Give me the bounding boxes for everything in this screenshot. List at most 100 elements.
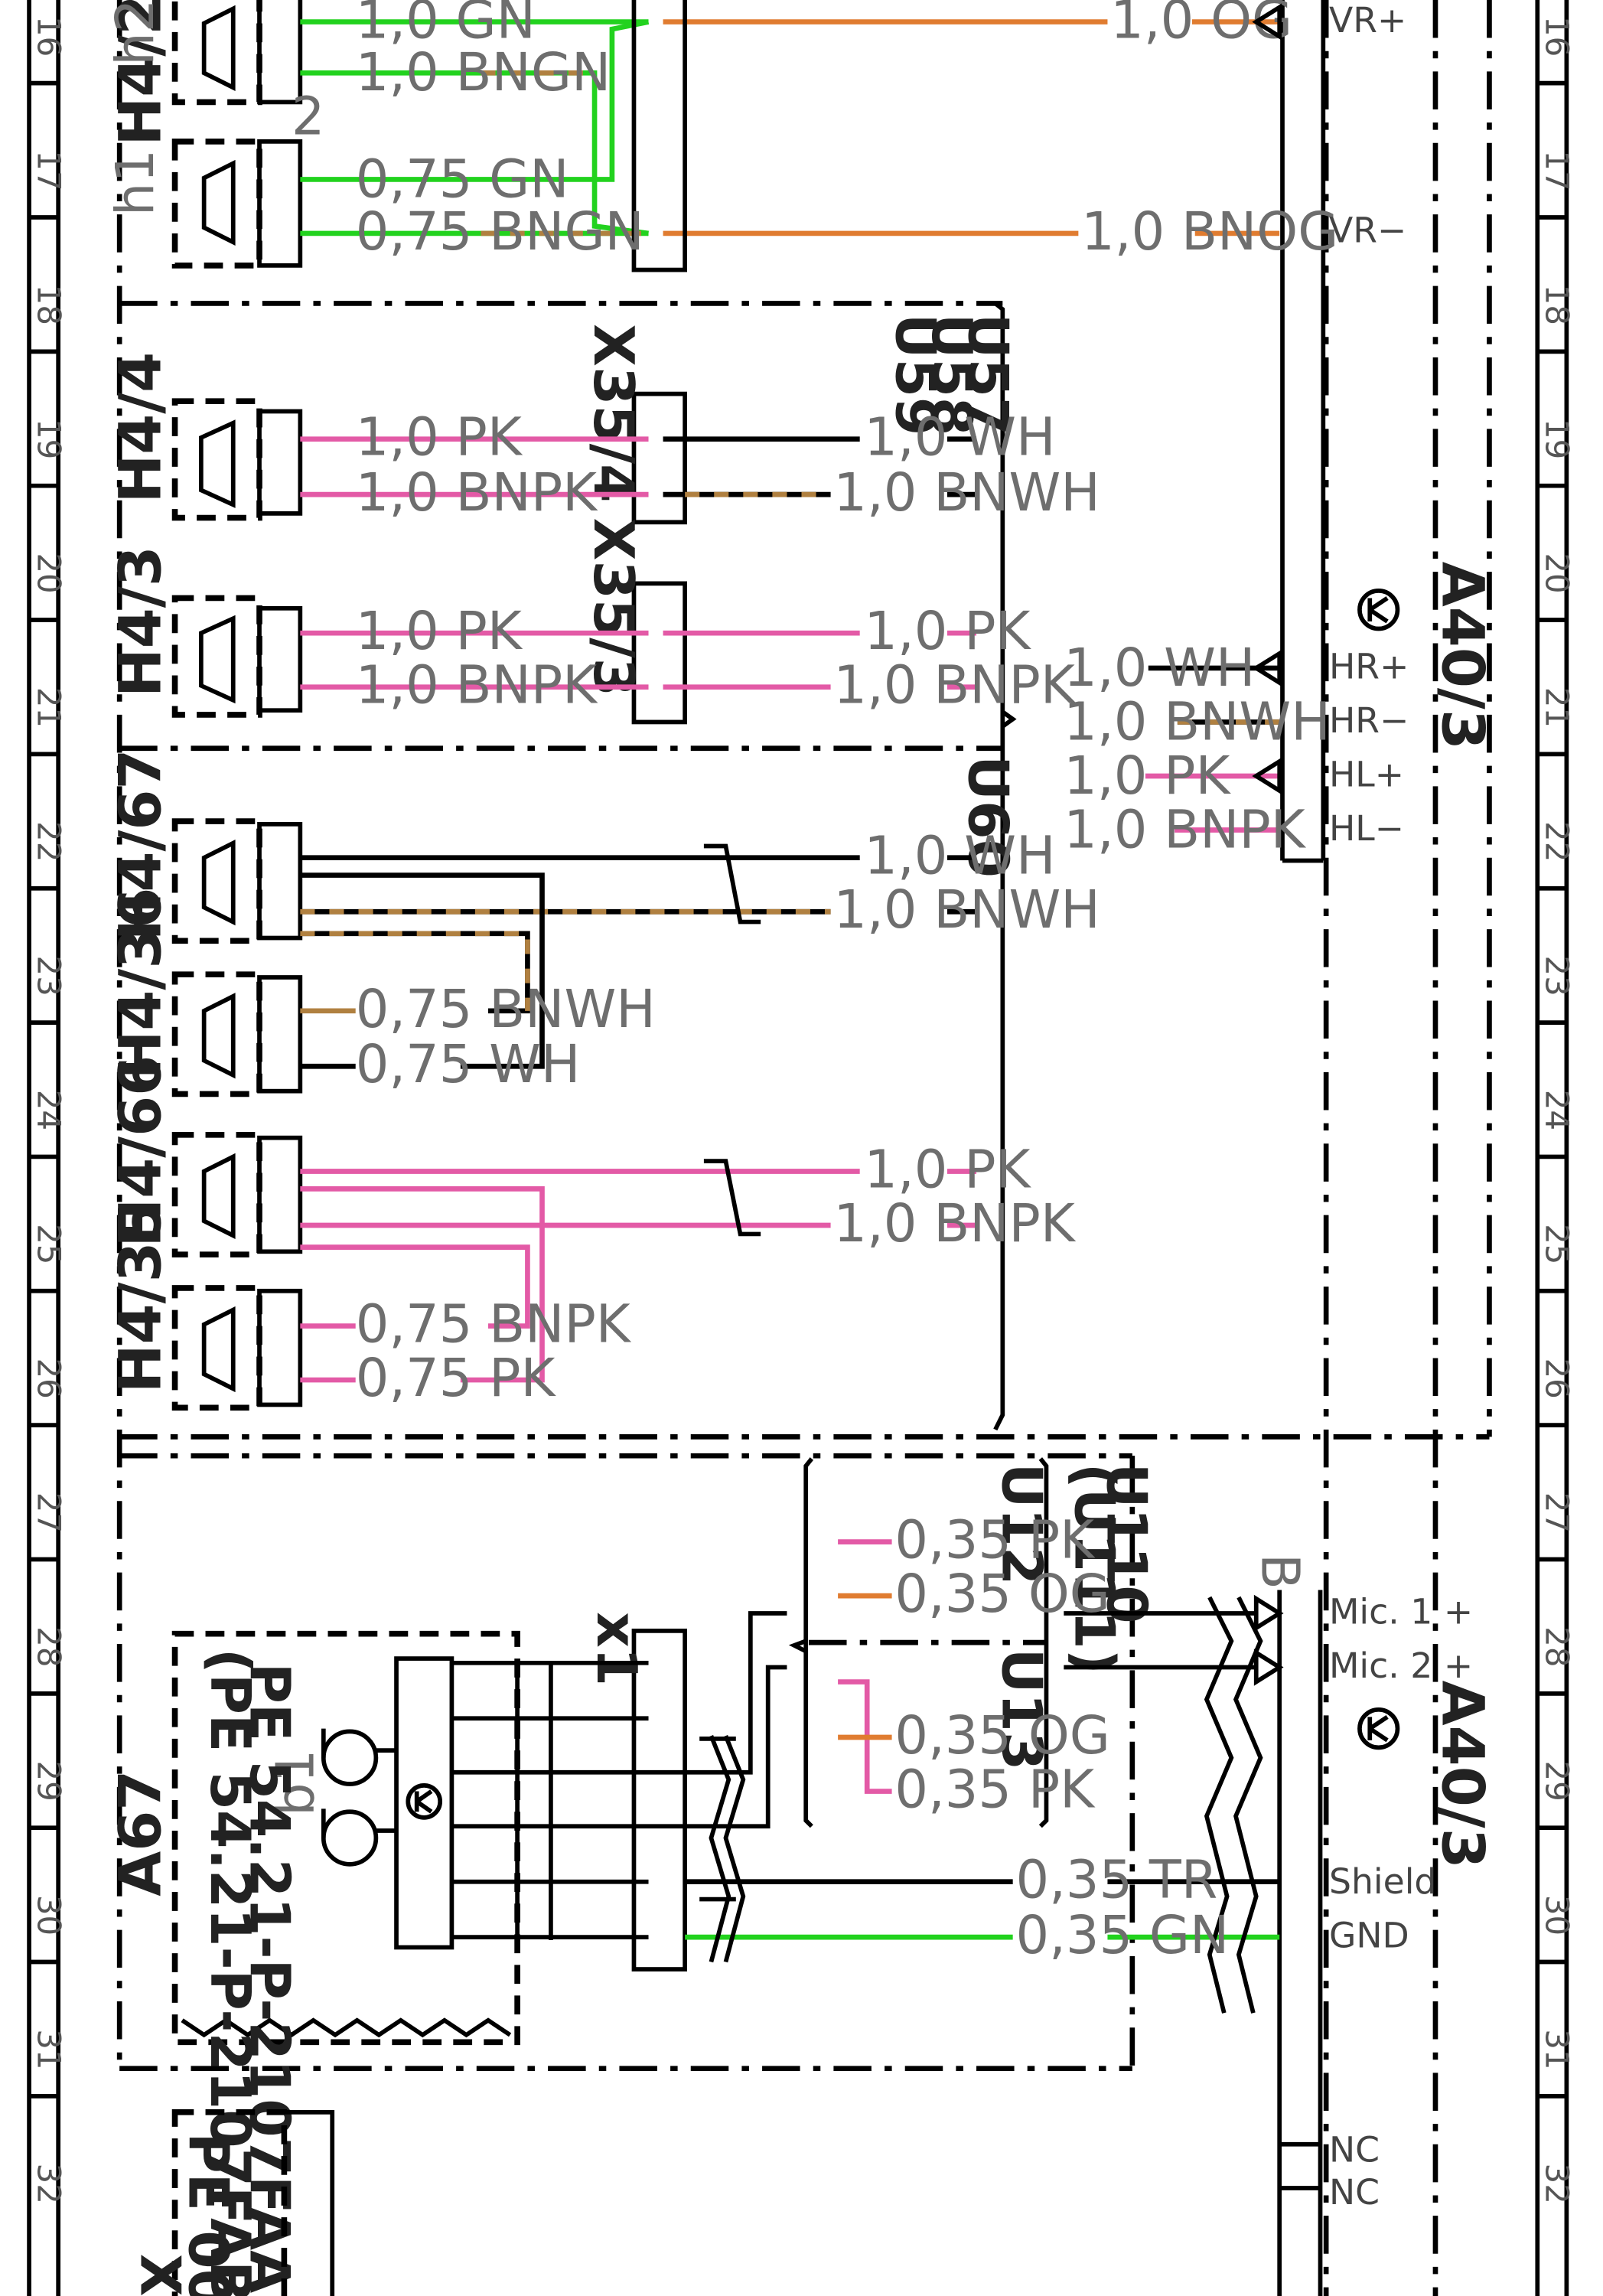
pin-nc-1: NC (1329, 2130, 1380, 2170)
right-ruler (1535, 0, 1569, 2296)
pin-vr-plus: VR+ (1329, 0, 1406, 41)
ruler-number: 20 (31, 553, 68, 593)
b1-label: b1 (266, 1750, 327, 1816)
speaker-label-h4-4: H4/4 (106, 352, 174, 504)
ruler-number: 30 (31, 1895, 68, 1936)
ruler-number: 19 (1539, 419, 1576, 459)
ruler-number: 21 (1539, 687, 1576, 728)
speaker-label-h4-2: H4/2 (106, 0, 174, 146)
wire-bnpk-h44: 1,0 BNPK (356, 462, 598, 523)
speaker-num-2: 2 (292, 86, 325, 147)
ruler-number: 25 (1539, 1224, 1576, 1264)
wires-hr-hl: 1,0 WH 1,0 BNWH 1,0 PK 1,0 BNPK (1064, 3, 1331, 860)
connector-b: B (1249, 1554, 1310, 1590)
wires-u12-u13: 0,35 PK 0,35 OG 0,35 OG 0,35 PK 0,35 TR … (838, 1510, 1229, 1966)
module-a67-label: A67 (106, 1770, 174, 1896)
reference-pe3: PE 00. (176, 2133, 240, 2296)
ruler-number: 27 (1539, 1492, 1576, 1533)
variant-labels-top: U57 U58 U59 U60 (882, 314, 1019, 878)
ruler-number: 31 (31, 2029, 68, 2069)
ruler-number: 31 (1539, 2029, 1576, 2069)
module-a40-3-top: A40/3 (1429, 562, 1497, 750)
ruler-number: 19 (31, 419, 68, 459)
ruler-number: 28 (31, 1626, 68, 1667)
ruler-number: 18 (1539, 285, 1576, 325)
module-a67: A67 b1 PE 54.21-P-2107FAA (PE 54.21-P-21… (106, 1630, 520, 2296)
wire-pk-h466: 1,0 PK (864, 1139, 1031, 1200)
wire-pk-h43: 1,0 PK (356, 601, 523, 662)
wire-labels-h4-67-h4-36: 1,0 WH 1,0 BNWH 0,75 BNWH 0,75 WH (356, 826, 1100, 1096)
transistor-icon (406, 1783, 443, 1820)
pin-hl-minus: HL− (1329, 808, 1404, 849)
wire-labels-h4-4-h4-3: 1,0 PK 1,0 BNPK 1,0 WH 1,0 BNWH 1,0 PK 1… (356, 407, 1100, 716)
ruler-number: 26 (31, 1358, 68, 1398)
wires-h4-67-h4-36 (300, 843, 977, 1069)
connector-x1-label: x1 (584, 1612, 648, 1686)
variant-u58: U58 (919, 314, 983, 436)
reference-pe1: PE 54.21-P-2107FAA (237, 1663, 301, 2293)
speaker-h4-66: H4/66 (106, 1055, 303, 1257)
pin-vr-minus: VR− (1329, 210, 1406, 250)
wire-pk-x353: 1,0 PK (864, 601, 1031, 662)
pin-mic2: Mic. 2 + (1329, 1645, 1473, 1686)
pin-hl-plus: HL+ (1329, 754, 1404, 794)
speaker-label-h4-3: H4/3 (106, 546, 174, 697)
speaker-h4-35: H4/35 (106, 1201, 303, 1411)
variant-u59: U59 (882, 314, 946, 436)
wire-wh-075: 0,75 WH (356, 1034, 581, 1095)
wire-wh-x354: 1,0 WH (864, 407, 1055, 468)
ruler-number: 18 (31, 285, 68, 325)
ruler-number: 17 (1539, 150, 1576, 191)
wire-bnwh-075: 0,75 BNWH (356, 979, 656, 1040)
ruler-number: 28 (1539, 1626, 1576, 1667)
pin-hr-minus: HR− (1329, 700, 1409, 741)
ruler-number: 26 (1539, 1358, 1576, 1398)
speaker-label-h4-36: H4/36 (106, 888, 174, 1080)
transistor-icon (1357, 1707, 1400, 1750)
microphone-icon (321, 1808, 397, 1867)
a40-3-pin-strip (1277, 0, 1326, 2296)
ruler-number: 27 (31, 1492, 68, 1533)
wires-mic (451, 1594, 1284, 2014)
ruler-number: 25 (31, 1224, 68, 1264)
variant-u12: U12 (989, 1463, 1053, 1586)
variant-u110: U110 (1093, 1463, 1158, 1624)
ruler-number: 16 (31, 16, 68, 57)
module-a40-3-bottom: A40/3 (1429, 1681, 1497, 1869)
wire-bnpk-x353: 1,0 BNPK (833, 655, 1076, 716)
pin-gnd: GND (1329, 1915, 1409, 1955)
speaker-sub-h1: h1 (105, 149, 166, 216)
speaker-h4-4: H4/4 (106, 352, 303, 521)
wire-bnwh-hr: 1,0 BNWH (1064, 691, 1330, 752)
ruler-number: 21 (31, 687, 68, 728)
speaker-label-h4-67: H4/67 (106, 749, 174, 941)
section-frames (116, 0, 1492, 2296)
pin-mic1: Mic. 1 + (1329, 1591, 1473, 1632)
variant-u111: (U111) (1062, 1463, 1126, 1675)
connectors-x35: X35/4 X35/3 (581, 324, 687, 725)
ruler-number: 23 (1539, 955, 1576, 996)
wire-bngn: 1,0 BNGN (356, 42, 611, 103)
ruler-number: 30 (1539, 1895, 1576, 1936)
speaker-sub-h2: h2 (105, 0, 166, 66)
connector-x35-3: X35/3 (581, 518, 645, 696)
ruler-number: 22 (1539, 821, 1576, 862)
wire-bnpk-h43: 1,0 BNPK (356, 655, 598, 716)
wire-bnpk-075: 0,75 BNPK (356, 1293, 632, 1355)
wire-wh-h467: 1,0 WH (864, 826, 1055, 887)
wire-bnpk-hl: 1,0 BNPK (1064, 799, 1306, 860)
module-a40-3: A40/3 A40/3 (1357, 562, 1497, 1869)
ruler-number: 24 (1539, 1090, 1576, 1130)
ruler-number: 29 (31, 1761, 68, 1802)
speaker-h4-2: H4/2 h2 h1 2 (105, 0, 325, 269)
wire-pk-h44: 1,0 PK (356, 407, 523, 468)
ruler-number: 32 (31, 2164, 68, 2204)
variant-u57: U57 (956, 314, 1020, 436)
a40-3-pin-names: VR+ VR− HR+ HR− HL+ HL− Mic. 1 + Mic. 2 … (1329, 0, 1473, 2213)
wire-tr-035: 0,35 TR (1015, 1850, 1217, 1911)
wire-pk-075: 0,75 PK (356, 1348, 557, 1409)
wire-gn-035: 0,35 GN (1015, 1905, 1229, 1966)
wire-bnog-vr: 1,0 BNOG (1081, 201, 1338, 263)
wire-bnpk-h466: 1,0 BNPK (833, 1193, 1076, 1254)
